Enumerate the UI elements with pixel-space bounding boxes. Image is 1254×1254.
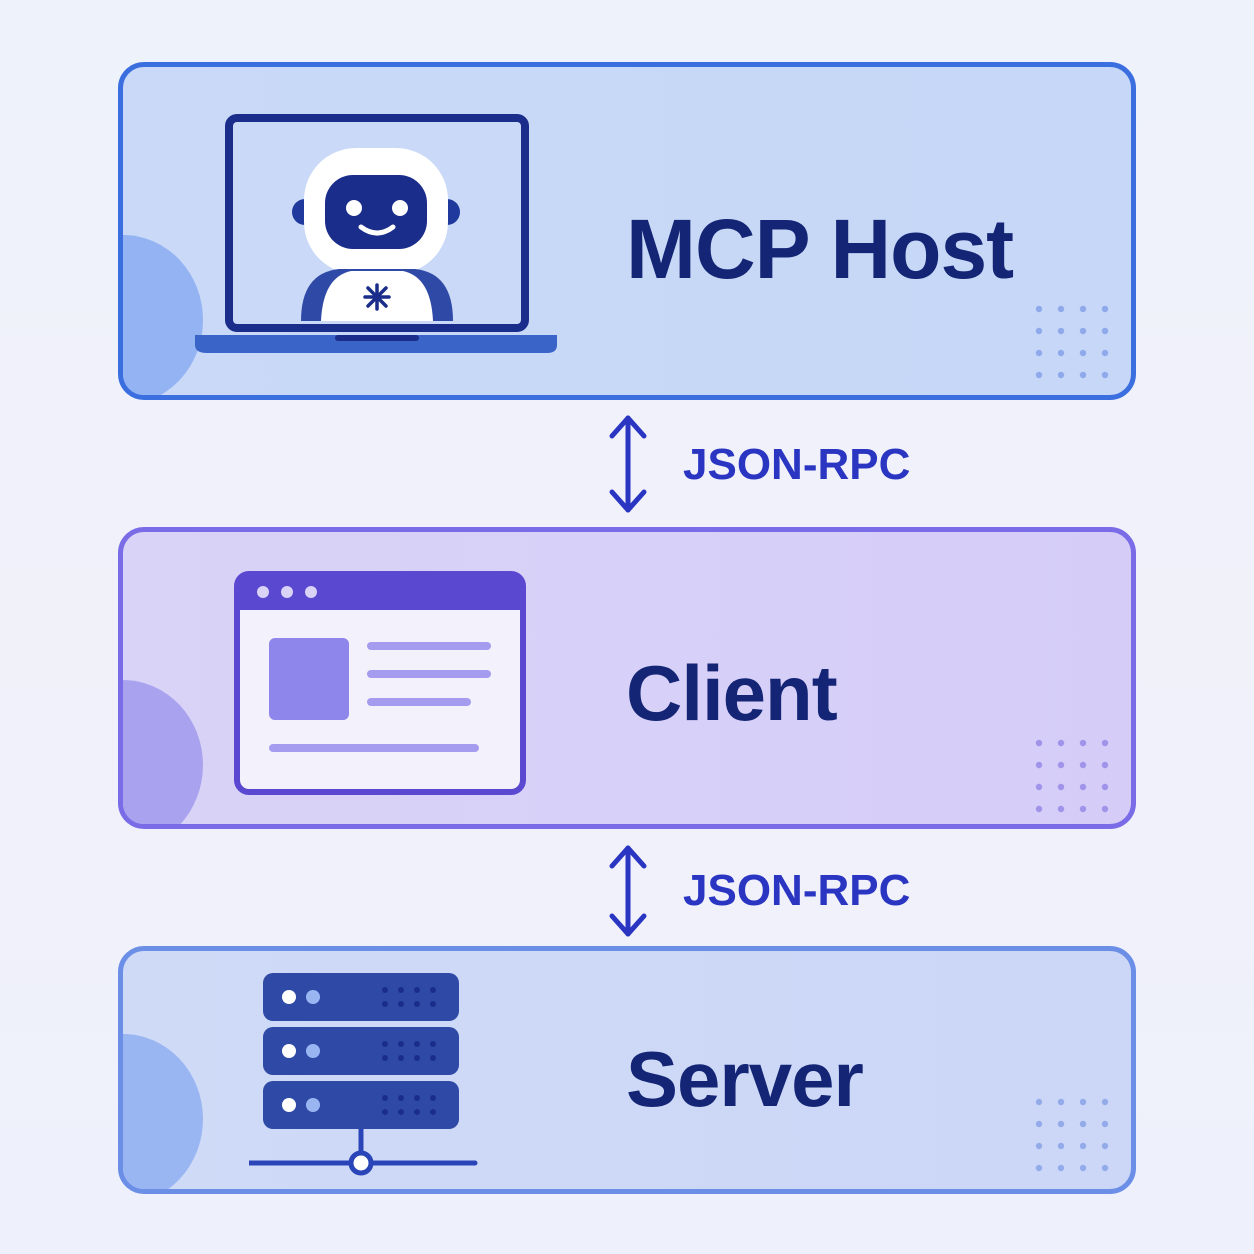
client-label: Client <box>626 649 838 737</box>
double-arrow-icon <box>609 415 647 513</box>
decorative-blob <box>123 1034 203 1189</box>
dot-grid-decoration <box>1035 1098 1109 1172</box>
connection-label-host-client: JSON-RPC <box>683 440 911 489</box>
browser-window-icon <box>234 571 526 795</box>
connection-label-client-server: JSON-RPC <box>683 866 911 915</box>
client-layer: Client <box>118 527 1136 829</box>
decorative-blob <box>123 680 203 824</box>
dot-grid-decoration <box>1035 305 1109 379</box>
double-arrow-icon <box>609 845 647 937</box>
laptop-robot-icon <box>195 114 557 353</box>
dot-grid-decoration <box>1035 739 1109 813</box>
server-layer: Server <box>118 946 1136 1194</box>
server-rack-icon <box>249 973 478 1176</box>
mcp-host-label: MCP Host <box>626 202 1014 296</box>
mcp-host-layer: MCP Host <box>118 62 1136 400</box>
server-label: Server <box>626 1035 864 1123</box>
